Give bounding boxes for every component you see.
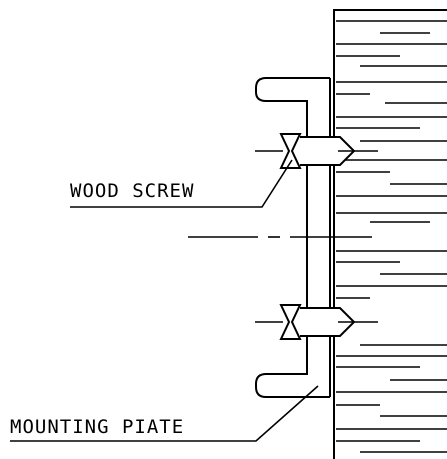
wood-screw-bottom (255, 304, 378, 340)
mounting-plate-label: MOUNTING PIATE (10, 416, 185, 438)
wood-board (333, 9, 447, 459)
screw-head (279, 133, 302, 169)
wood-grain-lines (336, 20, 447, 453)
mounting-plate-top-hook (255, 77, 330, 115)
screw-head (279, 304, 302, 340)
wood-screw-leader (70, 159, 293, 208)
wood-screw-top (255, 133, 378, 169)
mounting-plate-leader (10, 385, 319, 442)
wood-screw-label: WOOD SCREW (70, 180, 195, 202)
mounting-plate-bottom-hook (255, 365, 330, 398)
leader-lines (10, 159, 319, 442)
